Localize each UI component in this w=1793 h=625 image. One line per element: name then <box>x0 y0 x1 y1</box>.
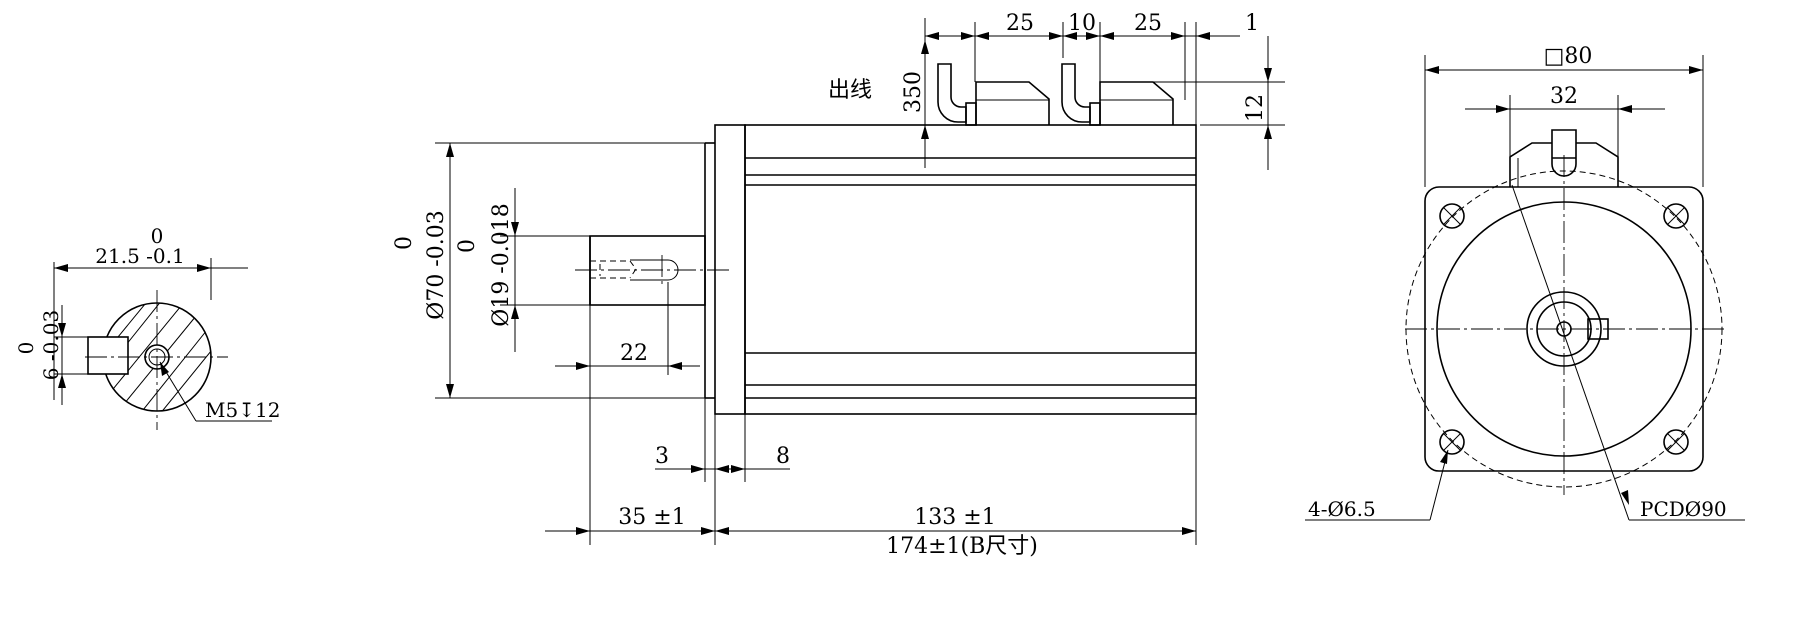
shaft-section-view: 0 21.5 -0.1 0 6 -0.03 M5↧12 <box>14 224 280 430</box>
mounting-holes <box>1439 203 1689 455</box>
key <box>87 336 129 375</box>
dim-350: 350 <box>901 71 926 113</box>
dim-12: 12 <box>1243 94 1268 122</box>
flange <box>714 124 746 415</box>
side-view: 出线 25 10 25 1 350 12 <box>392 11 1285 559</box>
dim-1: 1 <box>1245 11 1259 36</box>
shaft <box>589 235 706 306</box>
front-connector <box>1509 129 1619 187</box>
holes-callout: 4-Ø6.5 <box>1308 497 1376 521</box>
dim-22: 22 <box>620 341 648 366</box>
key-width-zero: 0 <box>14 342 38 355</box>
dim-8: 8 <box>776 444 790 469</box>
dim-square-80: □80 <box>1544 44 1593 69</box>
dim-10: 10 <box>1068 11 1096 36</box>
key-depth-dim: 21.5 -0.1 <box>95 244 184 268</box>
pcd-callout: PCDØ90 <box>1640 497 1727 521</box>
front-view: □80 32 4-Ø6.5 PCDØ90 <box>1305 44 1745 521</box>
key-depth-zero: 0 <box>151 224 164 248</box>
thread-callout: M5↧12 <box>205 398 280 422</box>
dim-25-a: 25 <box>1006 11 1034 36</box>
motor-body <box>744 124 1197 415</box>
lead-out-label: 出线 <box>828 78 872 103</box>
dim-3: 3 <box>655 444 669 469</box>
dim-174-total: 174±1(B尺寸) <box>886 534 1038 559</box>
flange-dia-zero: 0 <box>392 236 417 250</box>
dim-35: 35 ±1 <box>618 505 685 530</box>
dim-32: 32 <box>1550 84 1578 109</box>
flange-dia: Ø70 -0.03 <box>424 210 449 319</box>
cable-outlets <box>937 63 1174 126</box>
shaft-dia: Ø19 -0.018 <box>489 203 514 326</box>
shaft-dia-zero: 0 <box>455 239 480 253</box>
key-width-dim: 6 -0.03 <box>39 310 63 380</box>
dim-133: 133 ±1 <box>914 505 995 530</box>
dim-25-b: 25 <box>1134 11 1162 36</box>
